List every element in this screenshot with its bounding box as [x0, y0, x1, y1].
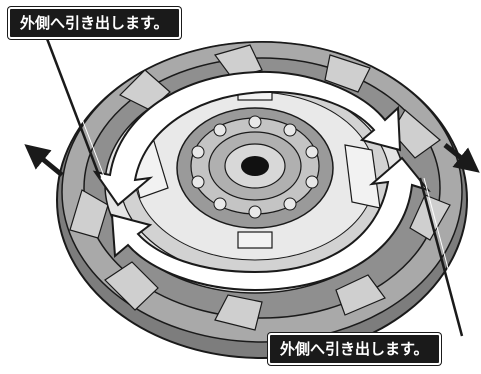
hub-holes — [191, 115, 319, 219]
rim-teeth — [69, 44, 451, 331]
leader-lines — [44, 35, 467, 337]
hub — [176, 107, 334, 229]
outward-arrows — [24, 143, 480, 177]
callout-top: 外側へ引き出します。 — [8, 7, 181, 39]
pull-arrows — [92, 70, 431, 292]
callout-bottom: 外側へ引き出します。 — [268, 333, 441, 365]
